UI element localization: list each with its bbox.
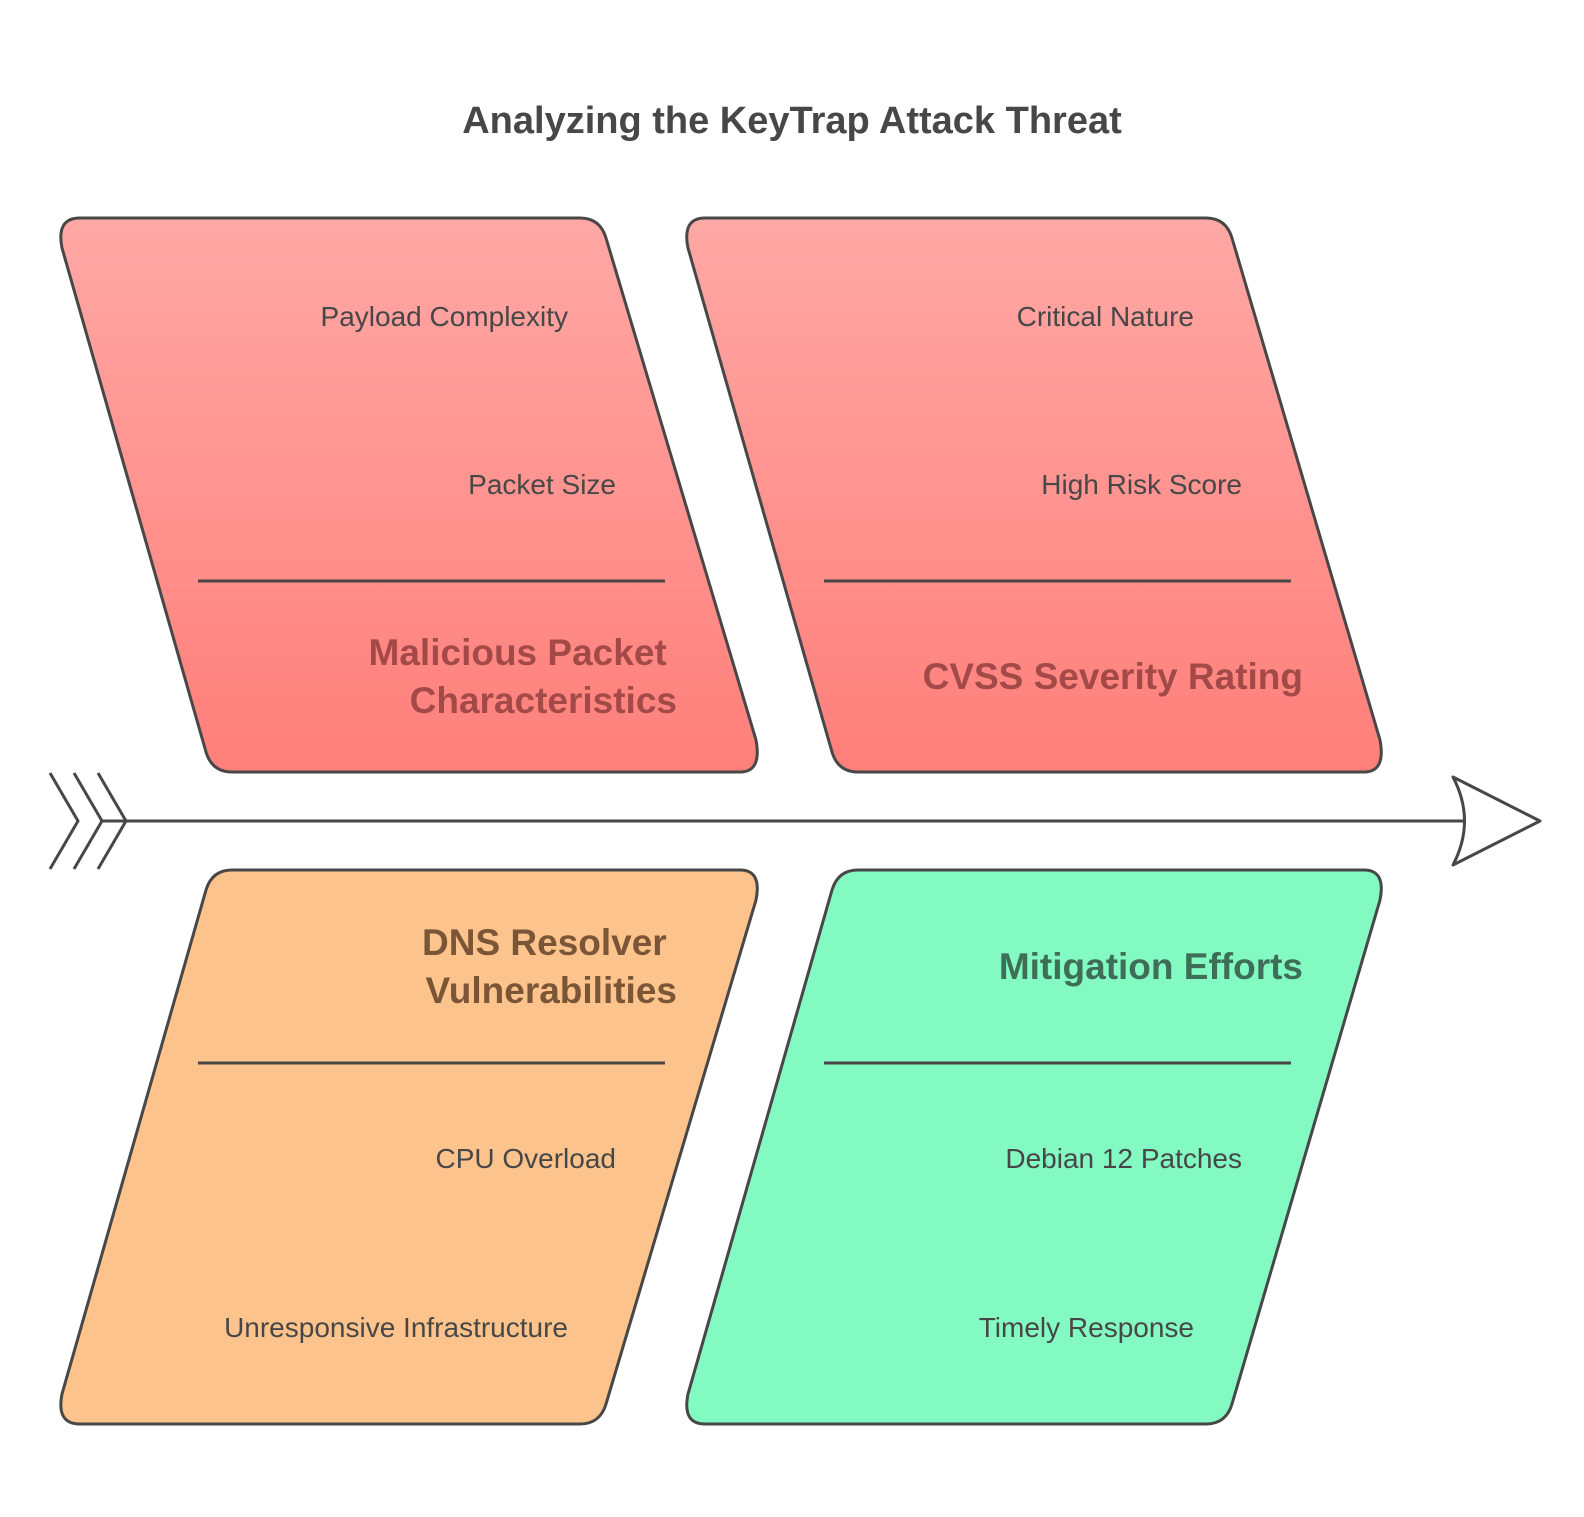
cause-item: High Risk Score: [1041, 469, 1242, 500]
cause-item: Debian 12 Patches: [1005, 1143, 1242, 1174]
category-title: CVSS Severity Rating: [923, 656, 1303, 697]
cause-item: Critical Nature: [1017, 301, 1194, 332]
category-box-cvss-severity: Critical Nature High Risk Score CVSS Sev…: [685, 216, 1383, 774]
category-title: Mitigation Efforts: [999, 946, 1303, 987]
cause-item: CPU Overload: [435, 1143, 616, 1174]
cause-item: Unresponsive Infrastructure: [224, 1312, 568, 1343]
category-title: Malicious Packet Characteristics: [369, 632, 677, 721]
spine-tail-chevron: [72, 772, 104, 870]
category-box-malicious-packet: Payload Complexity Packet Size Malicious…: [59, 216, 759, 774]
cause-item: Packet Size: [468, 469, 616, 500]
spine-tail-chevron: [48, 772, 80, 870]
category-shape: [59, 868, 759, 1426]
category-title-line: Characteristics: [410, 680, 677, 721]
diagram-title: Analyzing the KeyTrap Attack Threat: [462, 100, 1122, 142]
category-title-line: CVSS Severity Rating: [923, 656, 1303, 697]
category-title-line: Vulnerabilities: [425, 970, 677, 1011]
category-shape: [685, 868, 1383, 1426]
category-title-line: DNS Resolver: [422, 922, 667, 963]
category-box-dns-resolver: DNS Resolver Vulnerabilities CPU Overloa…: [59, 868, 759, 1426]
spine-tail-chevron: [96, 772, 128, 870]
category-title-line: Mitigation Efforts: [999, 946, 1303, 987]
cause-item: Timely Response: [979, 1312, 1194, 1343]
category-shape: [59, 216, 759, 774]
fishbone-spine: [48, 772, 1542, 870]
category-shape: [685, 216, 1383, 774]
category-box-mitigation: Mitigation Efforts Debian 12 Patches Tim…: [685, 868, 1383, 1426]
category-title-line: Malicious Packet: [369, 632, 667, 673]
spine-arrow-head: [1451, 775, 1542, 867]
category-title: DNS Resolver Vulnerabilities: [422, 922, 677, 1011]
cause-item: Payload Complexity: [321, 301, 568, 332]
